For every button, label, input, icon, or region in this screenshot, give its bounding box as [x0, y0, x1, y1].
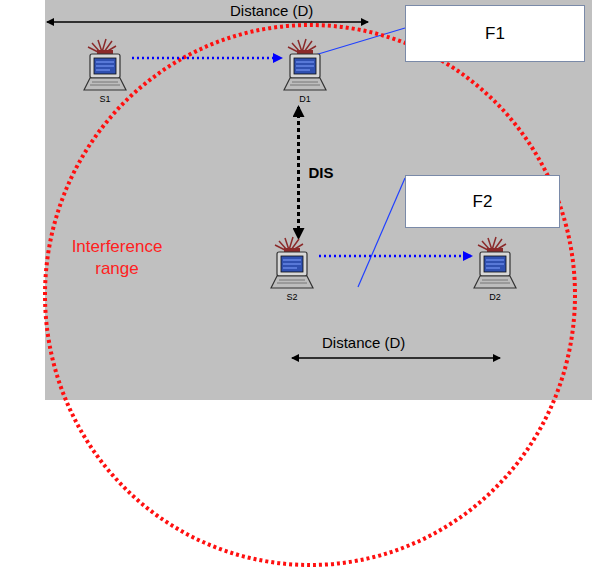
edge-label: DIS — [307, 164, 336, 181]
node-label: D2 — [489, 292, 501, 302]
laptop-icon — [470, 236, 520, 292]
gray-area — [45, 0, 592, 400]
laptop-icon — [267, 236, 317, 292]
region-label: Interference range — [62, 236, 172, 280]
laptop-icon — [280, 38, 330, 94]
flow-arrow — [319, 255, 472, 258]
dimension-label: Distance (D) — [322, 334, 405, 351]
laptop-node: D2 — [470, 236, 520, 302]
node-label: S1 — [99, 94, 110, 104]
flow-label: F1 — [485, 24, 505, 44]
node-label: S2 — [286, 292, 297, 302]
laptop-icon — [80, 38, 130, 94]
interference-circle — [45, 25, 575, 565]
laptop-node: S2 — [267, 236, 317, 302]
leader-line — [358, 178, 405, 287]
flow-arrow — [132, 57, 282, 60]
distance-arrow — [292, 357, 500, 359]
laptop-node: S1 — [80, 38, 130, 104]
node-label: D1 — [299, 94, 311, 104]
leader-line — [305, 28, 405, 58]
dimension-label: Distance (D) — [230, 2, 313, 19]
flow-box: F2 — [405, 175, 560, 228]
laptop-node: D1 — [280, 38, 330, 104]
distance-connector — [297, 107, 300, 238]
distance-arrow — [47, 21, 368, 23]
flow-box: F1 — [405, 5, 585, 62]
flow-label: F2 — [473, 192, 493, 212]
